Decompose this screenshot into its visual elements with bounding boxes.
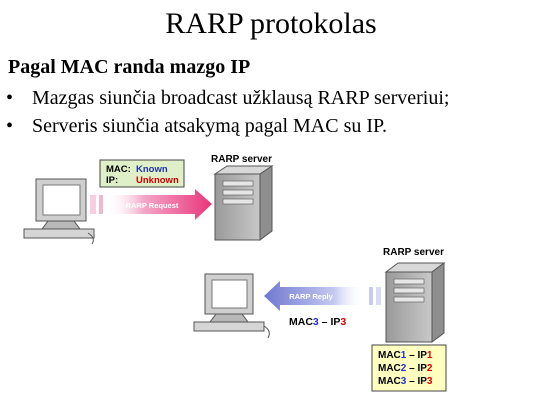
row-separator: – IP [406,376,427,387]
reply-label: RARP Reply [289,292,333,301]
table-row: MAC1 – IP1 [378,350,433,361]
ip-key: IP: [106,175,118,186]
subtitle: Pagal MAC randa mazgo IP [8,56,251,78]
server-label-top: RARP server [211,154,272,165]
bullet-dot: • [6,115,14,137]
reply-result: MAC3 – IP3 [289,316,346,328]
bullet-item: • Serveris siunčia atsakymą pagal MAC su … [6,112,449,140]
result-ip-num: 3 [340,316,346,328]
page-title: RARP protokolas [165,7,377,40]
row-ip-num: 1 [427,350,433,361]
row-ip-num: 2 [427,363,433,374]
row-separator: – IP [406,363,427,374]
row-ip-num: 3 [427,376,433,387]
server-icon [384,262,446,343]
row-mac-prefix: MAC [378,350,401,361]
rarp-reply-arrow: RARP Reply [264,281,381,311]
ip-value: Unknown [136,175,179,186]
bullet-text: Mazgas siunčia broadcast užklausą RARP s… [32,87,450,109]
row-mac-prefix: MAC [378,376,401,387]
row-mac-num: 3 [401,376,407,387]
client-computer-icon [193,273,270,339]
result-mac-num: 3 [313,316,319,328]
row-separator: – IP [406,350,427,361]
mac-value: Known [136,164,168,175]
bullet-item: • Mazgas siunčia broadcast užklausą RARP … [6,84,449,112]
mac-ip-table: MAC1 – IP1 MAC2 – IP2 MAC3 – IP3 [371,344,447,392]
rarp-request-arrow: RARP Request [90,189,212,220]
server-label-bottom: RARP server [383,247,444,258]
row-mac-num: 1 [401,350,407,361]
request-label: RARP Request [126,201,179,210]
mac-ip-info-box: MAC: Known IP: Unknown [99,159,185,188]
client-computer-icon [23,178,95,245]
bullet-list: • Mazgas siunčia broadcast užklausą RARP … [6,84,449,140]
mac-key: MAC: [106,164,131,175]
row-mac-prefix: MAC [378,363,401,374]
result-separator: – IP [319,316,341,328]
server-icon [213,165,274,241]
row-mac-num: 2 [401,363,407,374]
bullet-text: Serveris siunčia atsakymą pagal MAC su I… [32,115,387,137]
bullet-dot: • [6,87,14,109]
table-row: MAC2 – IP2 [378,363,433,374]
result-mac-prefix: MAC [289,316,313,328]
table-row: MAC3 – IP3 [378,376,433,387]
